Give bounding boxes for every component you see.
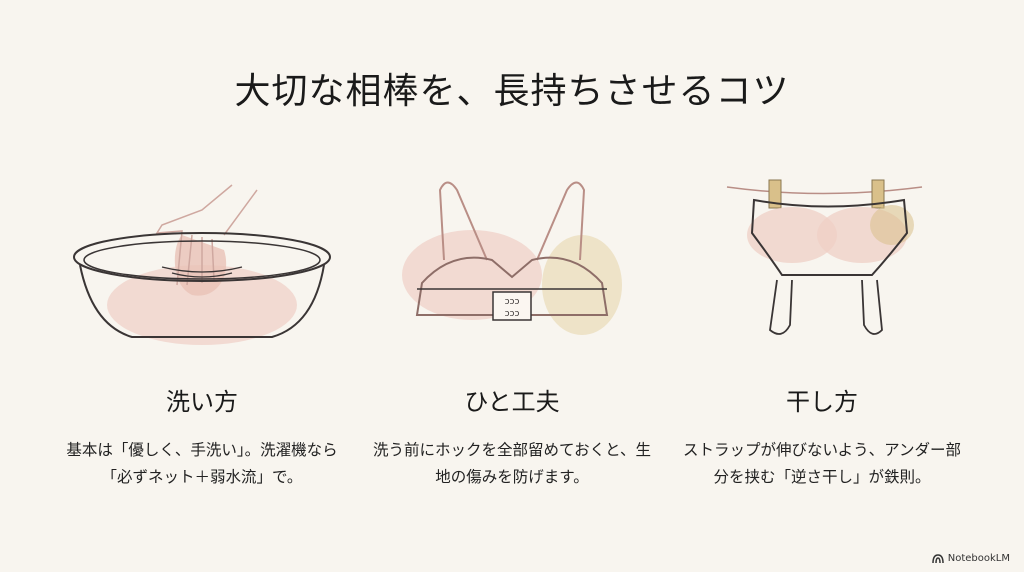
tip-heading: 洗い方 xyxy=(166,388,238,416)
tip-heading: ひと工夫 xyxy=(464,388,560,416)
svg-text:ɔɔɔ: ɔɔɔ xyxy=(505,309,520,319)
tip-heading: 干し方 xyxy=(786,388,858,416)
tip-column-washing: 洗い方 基本は「優しく、手洗い」。洗濯機なら「必ずネット＋弱水流」で。 xyxy=(52,165,352,491)
notebooklm-logo-icon xyxy=(932,554,944,563)
brand-label: NotebookLM xyxy=(947,553,1010,564)
slide-title: 大切な相棒を、長持ちさせるコツ xyxy=(234,71,790,112)
hand-washing-basin-icon xyxy=(73,184,331,345)
tip-column-hooks: ɔɔɔ ɔɔɔ ひと工夫 洗う前にホックを全部留めておくと、生地の傷みを防げます… xyxy=(362,165,662,491)
tip-body: ストラップが伸びないよう、アンダー部分を挟む「逆さ干し」が鉄則。 xyxy=(682,441,962,486)
tip-body: 基本は「優しく、手洗い」。洗濯機なら「必ずネット＋弱水流」で。 xyxy=(66,441,338,486)
tip-column-drying: 干し方 ストラップが伸びないよう、アンダー部分を挟む「逆さ干し」が鉄則。 xyxy=(672,165,972,491)
notebooklm-brand: NotebookLM xyxy=(932,553,1010,564)
svg-text:ɔɔɔ: ɔɔɔ xyxy=(505,297,520,307)
bra-hanging-upside-down-icon xyxy=(726,179,923,335)
tip-body: 洗う前にホックを全部留めておくと、生地の傷みを防げます。 xyxy=(373,441,651,486)
bra-hooks-fastened-icon: ɔɔɔ ɔɔɔ xyxy=(402,181,622,335)
